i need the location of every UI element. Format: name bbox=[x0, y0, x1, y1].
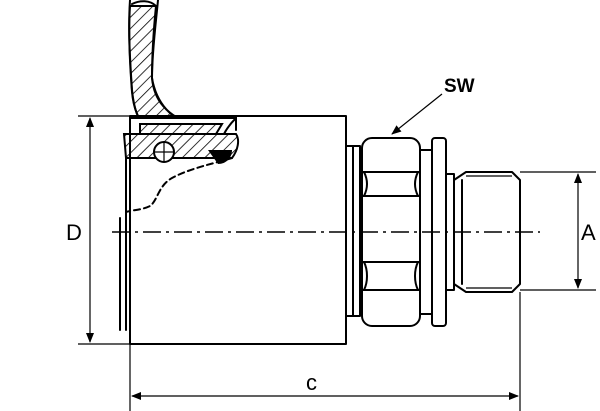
connected-pipe-section bbox=[128, 0, 201, 131]
dimension-c-label: c bbox=[306, 370, 317, 395]
dimension-d-label: D bbox=[66, 220, 82, 245]
dimension-d bbox=[78, 115, 130, 345]
seal-insert-section bbox=[119, 117, 240, 331]
collar-ring bbox=[345, 145, 361, 317]
sw-label: SW bbox=[444, 76, 475, 97]
sw-leader bbox=[391, 93, 443, 135]
dimension-c bbox=[129, 292, 521, 411]
dimension-a-label: A bbox=[581, 220, 596, 245]
dimension-a bbox=[520, 171, 596, 291]
